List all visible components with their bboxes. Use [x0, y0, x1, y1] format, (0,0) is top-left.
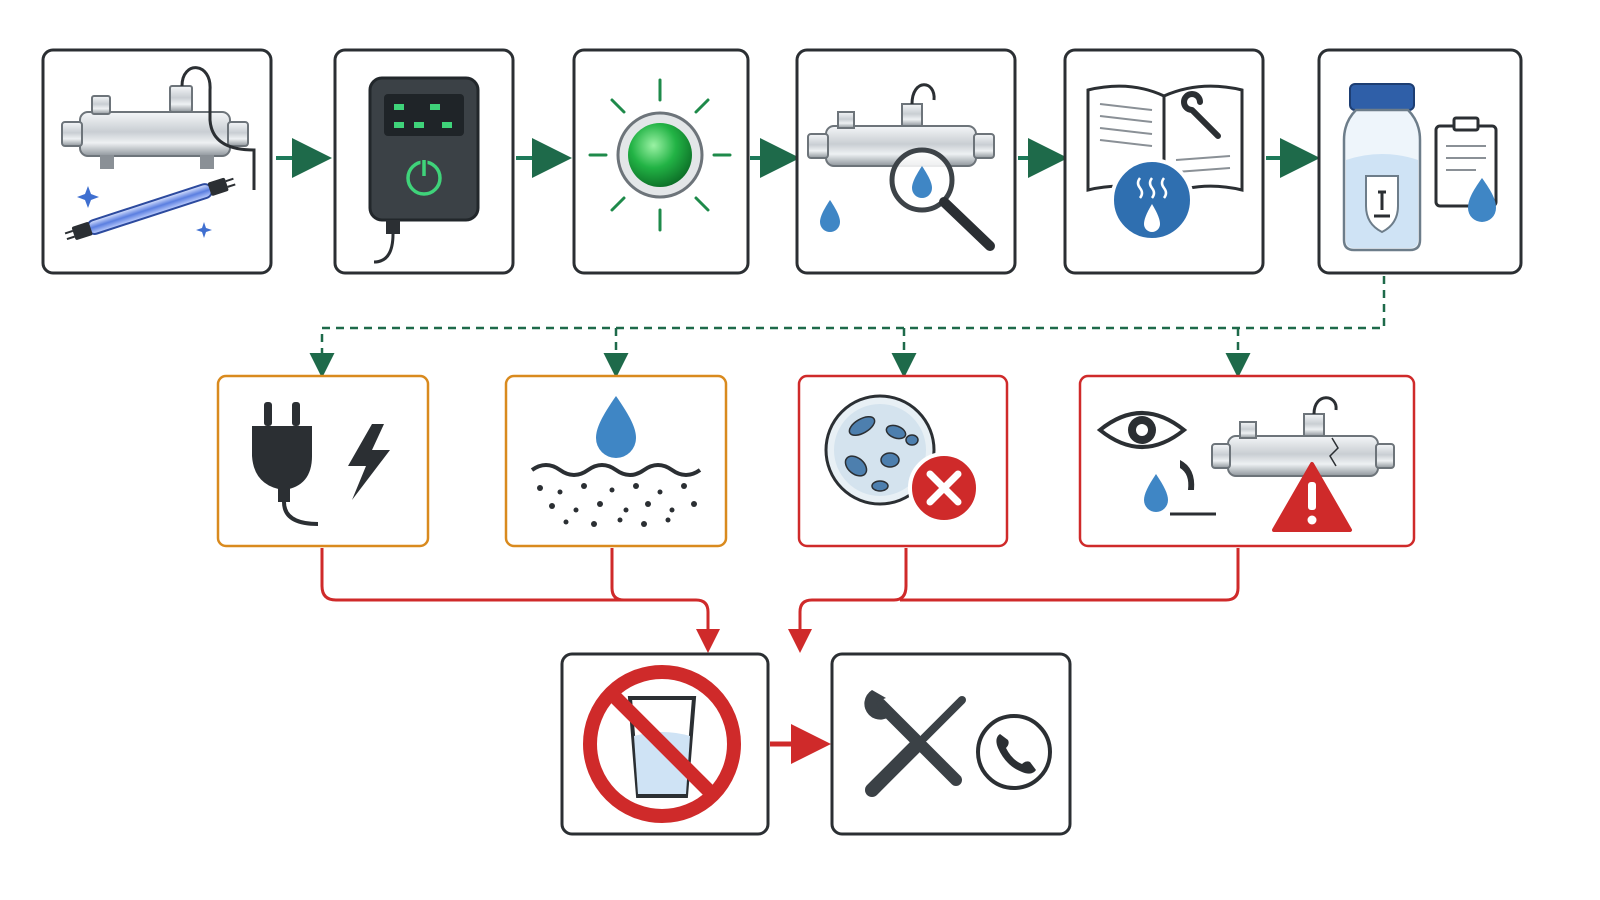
fault-power-failure — [216, 374, 430, 548]
step-maintenance-manual — [1063, 48, 1265, 275]
leak-damage-warning-icon — [1096, 396, 1395, 532]
do-not-drink-icon — [583, 665, 741, 823]
fault-routing-connector — [320, 548, 1240, 653]
fault-water-quality — [504, 374, 728, 548]
action-do-not-drink — [560, 652, 770, 836]
water-sample-test-icon — [1342, 83, 1498, 252]
step-inspect-unit — [795, 48, 1017, 275]
branch-connector — [309, 276, 1386, 378]
fault-bacteria-detected — [797, 374, 1009, 548]
water-quality-sediment-icon — [530, 396, 702, 527]
repair-and-call-service-icon — [864, 690, 1052, 797]
power-supply-controller-icon — [368, 76, 480, 264]
process-steps-row — [41, 48, 1523, 275]
power-failure-icon — [252, 402, 390, 526]
step-power-supply — [333, 48, 515, 275]
manual-maintenance-icon — [1086, 84, 1244, 242]
step-indicator-light — [572, 48, 750, 275]
response-actions-row — [560, 652, 1072, 836]
action-repair-call-service — [830, 652, 1072, 836]
green-indicator-light-icon — [588, 78, 732, 232]
step-uv-unit-and-lamp — [41, 48, 273, 275]
step-water-sample-test — [1317, 48, 1523, 275]
uv-unit-and-lamp-icon — [61, 66, 256, 241]
bacteria-detected-icon — [824, 394, 980, 524]
fault-conditions-row — [216, 374, 1416, 548]
inspect-unit-magnifier-icon — [807, 83, 995, 251]
fault-leak-damage — [1078, 374, 1416, 548]
